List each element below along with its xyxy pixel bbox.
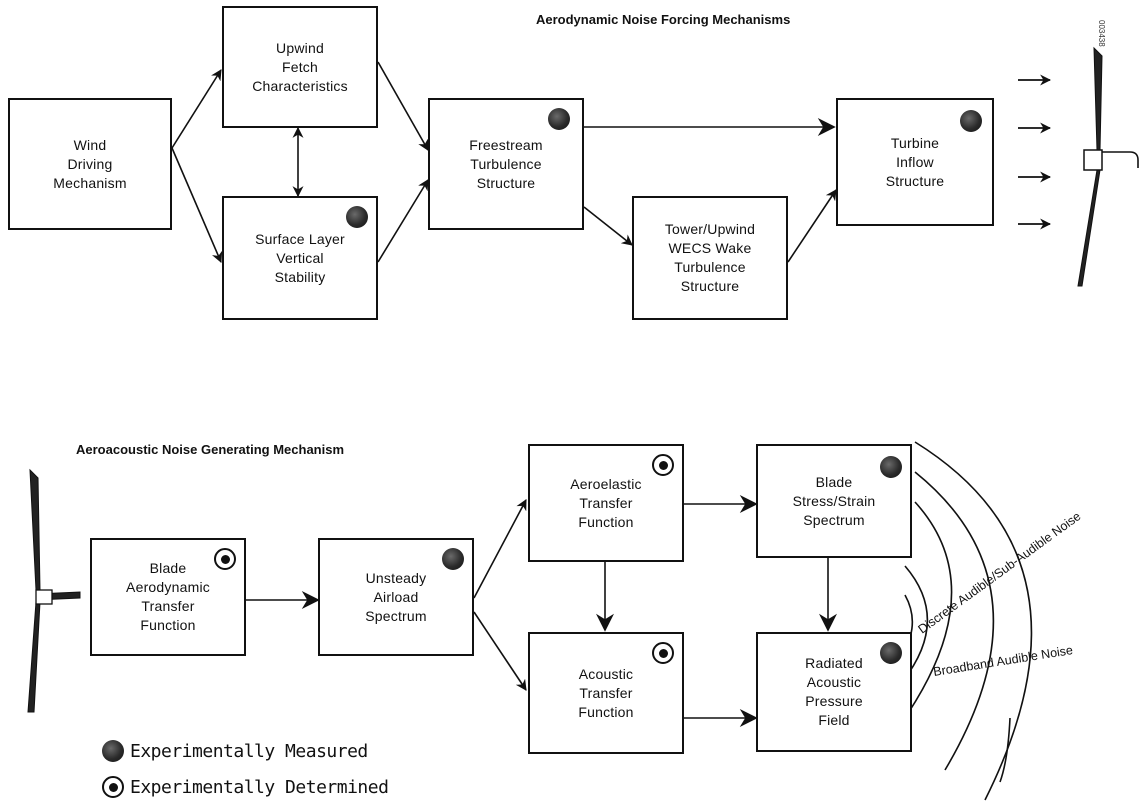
box-surface-layer: Surface Layer Vertical Stability bbox=[222, 196, 378, 320]
blade-turbine-icon bbox=[27, 468, 81, 713]
box-label: Freestream Turbulence Structure bbox=[469, 136, 543, 191]
measured-marker-icon bbox=[880, 456, 902, 478]
box-label: Radiated Acoustic Pressure Field bbox=[805, 655, 863, 728]
legend-label: Experimentally Measured bbox=[130, 740, 368, 762]
box-tower-wake: Tower/Upwind WECS Wake Turbulence Struct… bbox=[632, 196, 788, 320]
forcing-arrows bbox=[171, 61, 837, 264]
figure-number: 003438 bbox=[1097, 20, 1106, 47]
measured-marker-icon bbox=[442, 548, 464, 570]
determined-marker-icon bbox=[214, 548, 236, 570]
box-blade-aero: Blade Aerodynamic Transfer Function bbox=[90, 538, 246, 656]
arrow-freestream-to-tower bbox=[583, 206, 633, 246]
forcing-title: Aerodynamic Noise Forcing Mechanisms bbox=[536, 12, 791, 27]
determined-marker-icon bbox=[652, 454, 674, 476]
box-radiated: Radiated Acoustic Pressure Field bbox=[756, 632, 912, 752]
discrete-noise-label: Discrete Audible/Sub-Audible Noise bbox=[916, 509, 1084, 636]
generating-title: Aeroacoustic Noise Generating Mechanism bbox=[76, 442, 345, 457]
arrow-airload-to-aeroelastic bbox=[473, 499, 527, 599]
wind-turbine-icon bbox=[1077, 46, 1139, 287]
box-unsteady-airload: Unsteady Airload Spectrum bbox=[318, 538, 474, 656]
box-label: Unsteady Airload Spectrum bbox=[365, 569, 427, 624]
legend-label: Experimentally Determined bbox=[130, 776, 389, 798]
arrow-tower-to-inflow bbox=[787, 189, 837, 263]
box-label: Blade Stress/Strain Spectrum bbox=[792, 473, 876, 528]
legend-measured: Experimentally Measured bbox=[102, 740, 368, 762]
broadband-noise-label: Broadband Audible Noise bbox=[932, 643, 1074, 679]
box-acoustic-tf: Acoustic Transfer Function bbox=[528, 632, 684, 754]
measured-marker-icon bbox=[548, 108, 570, 130]
measured-marker-icon bbox=[346, 206, 368, 228]
determined-marker-icon bbox=[102, 776, 124, 798]
box-upwind-fetch: Upwind Fetch Characteristics bbox=[222, 6, 378, 128]
box-label: Surface Layer Vertical Stability bbox=[255, 230, 345, 285]
box-label: Aeroelastic Transfer Function bbox=[570, 475, 642, 530]
box-label: Acoustic Transfer Function bbox=[578, 665, 634, 720]
box-blade-stress: Blade Stress/Strain Spectrum bbox=[756, 444, 912, 558]
generating-arrows bbox=[246, 495, 837, 727]
wind-arrows bbox=[1018, 74, 1052, 230]
box-freestream: Freestream Turbulence Structure bbox=[428, 98, 584, 230]
box-aeroelastic: Aeroelastic Transfer Function bbox=[528, 444, 684, 562]
measured-marker-icon bbox=[102, 740, 124, 762]
arrow-wind-to-fetch bbox=[171, 69, 222, 149]
measured-marker-icon bbox=[880, 642, 902, 664]
measured-marker-icon bbox=[960, 110, 982, 132]
box-label: Turbine Inflow Structure bbox=[885, 134, 945, 189]
determined-marker-icon bbox=[652, 642, 674, 664]
arrow-fetch-to-freestream bbox=[377, 61, 429, 151]
box-label: Upwind Fetch Characteristics bbox=[252, 39, 348, 94]
box-label: Tower/Upwind WECS Wake Turbulence Struct… bbox=[664, 221, 756, 294]
legend-determined: Experimentally Determined bbox=[102, 776, 389, 798]
box-label: Blade Aerodynamic Transfer Function bbox=[126, 560, 210, 633]
box-label: Wind Driving Mechanism bbox=[53, 136, 127, 191]
arrow-surface-to-freestream bbox=[377, 179, 429, 263]
box-turbine-inflow: Turbine Inflow Structure bbox=[836, 98, 994, 226]
arrow-airload-to-acoustic bbox=[473, 611, 527, 691]
box-wind-driving: Wind Driving Mechanism bbox=[8, 98, 172, 230]
arrow-wind-to-surface bbox=[171, 147, 223, 264]
